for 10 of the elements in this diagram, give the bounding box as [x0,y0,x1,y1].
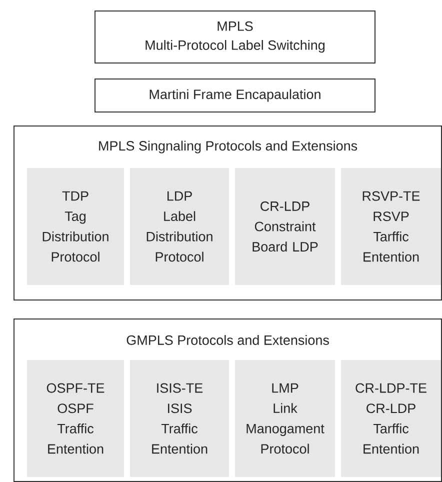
protocol-box: LDP Label Distribution Protocol [130,168,229,285]
protocol-box: ISIS-TE ISIS Traffic Entention [130,360,229,477]
title-box: MPLS Multi-Protocol Label Switching [94,10,376,64]
protocol-box: LMP Link Manogament Protocol [235,360,335,477]
protocol-box: CR-LDP Constraint Board LDP [235,168,335,285]
protocol-box: RSVP-TE RSVP Tarffic Entention [341,168,441,285]
protocol-box: OSPF-TE OSPF Traffic Entention [27,360,124,477]
protocol-box: TDP Tag Distribution Protocol [27,168,124,285]
protocol-box: CR-LDP-TE CR-LDP Tarffic Entention [341,360,441,477]
title-box: Martini Frame Encapaulation [94,78,376,112]
